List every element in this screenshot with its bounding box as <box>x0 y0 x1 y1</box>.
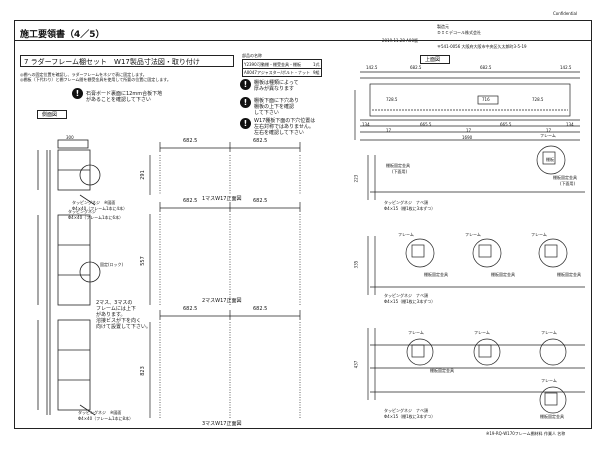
caution-icon: ! <box>72 88 83 99</box>
front3-width-right: 682.5 <box>253 306 268 312</box>
frame-label: フレーム <box>408 330 424 335</box>
parts-code-1: Y2390 <box>244 62 257 67</box>
screw-spec-1: Φ4×40（フレーム1本に4本） <box>72 206 128 211</box>
top-part-6: 17 <box>546 128 552 133</box>
parts-qty-2: 9組 <box>313 70 320 75</box>
front3-width-left: 682.5 <box>183 306 198 312</box>
top-part-5: 665.5 <box>500 122 512 127</box>
right-screw-label: タッピングネジ ナベ頭 <box>384 408 428 413</box>
maker-label: 製造元 <box>437 24 449 29</box>
caution-note-1: 石膏ボード裏面に12mm合板下地 があることを確認して下さい <box>86 91 163 103</box>
front1-title: 1マスW17正面図 <box>202 196 242 202</box>
side-view-label-box: 側面図 <box>37 110 67 119</box>
front2-title: 2マスW17正面図 <box>202 298 242 304</box>
front2-width-left: 682.5 <box>183 198 198 204</box>
caution-note-3: 棚板下面に下穴あり 棚板の上下を確認 して下さい <box>254 98 300 116</box>
top-dim-upper-2: 682.5 <box>410 65 422 70</box>
frame-label: フレーム <box>540 133 556 138</box>
front2-width-right: 682.5 <box>253 198 268 204</box>
screw-label-2: タッピングネジ <box>68 209 96 214</box>
parts-row-divider <box>243 68 321 69</box>
top-dim-inner-3: 728.5 <box>532 97 544 102</box>
maker-address: 〒541-0056 大阪府大阪市中央区久太郎町3-5-19 <box>437 44 527 49</box>
front3-title: 3マスW17正面図 <box>202 421 242 427</box>
right-screw-label: タッピングネジ ナベ頭 <box>384 293 428 298</box>
confidential-label: Confidential <box>553 11 578 16</box>
caution-icon: ! <box>240 118 251 129</box>
top-total: 1690 <box>462 135 473 140</box>
side-depth-dim: 300 <box>66 135 74 140</box>
right-screw-spec: Φ4×15（棚1枚に3本ずつ） <box>384 299 436 304</box>
parts-name-1: 可動棚・棚受金具・棚板 <box>257 62 301 67</box>
parts-table-title: 部品の名称 <box>242 53 262 58</box>
frame-label: フレーム <box>465 232 481 237</box>
right-screw-spec: Φ4×15（棚1枚に3本ずつ） <box>384 414 436 419</box>
top-dim-inner-1: 728.5 <box>386 97 398 102</box>
parts-table: Y2390 可動棚・棚受金具・棚板 1式 A0047 アジャスター/ボルト・ナッ… <box>242 59 322 77</box>
frame-label: フレーム <box>541 378 557 383</box>
shelf-plate-label: 棚板 <box>546 157 554 162</box>
frame-label: フレーム <box>474 330 490 335</box>
frame-label: フレーム <box>398 232 414 237</box>
top-dim-upper-4: 142.5 <box>560 65 572 70</box>
bracket-label: 棚板固定金具 <box>540 414 564 419</box>
bracket-label: 棚板固定金具 <box>430 368 454 373</box>
right-screw-label: タッピングネジ ナベ頭 <box>384 200 428 205</box>
frame-label: フレーム <box>531 232 547 237</box>
top-part-7: 134 <box>566 122 574 127</box>
screw-spec-3: Φ4×40（フレーム1本に8本） <box>78 416 134 421</box>
front1-width-left: 682.5 <box>183 138 198 144</box>
footer-note: ※19-RQ-W170フレーム棚材料 作業人 名称 <box>486 431 566 436</box>
top-view-label: 上面図 <box>425 57 441 63</box>
frame-label: フレーム <box>541 330 557 335</box>
top-dim-upper-3: 682.5 <box>480 65 492 70</box>
parts-code-2: A0047 <box>244 70 257 75</box>
bracket-label: 棚板固定金具 <box>557 272 581 277</box>
section-title-box: 7 ラダーフレーム棚セット W17製品寸法図・取り付け <box>20 55 234 67</box>
top-view-label-box: 上面図 <box>420 55 450 64</box>
screw-label-1: タッピングネジ ※図面 <box>72 200 116 205</box>
bracket-sub-label: (下面用) <box>560 181 576 186</box>
top-part-4: 17 <box>466 128 472 133</box>
right-height-2: 335 <box>353 260 359 269</box>
right-height-1: 223 <box>353 174 359 183</box>
page-title: 施工要領書（4／5） <box>20 30 105 40</box>
screw-spec-2: Φ4×40（フレーム1本に6本） <box>68 215 124 220</box>
caution-icon: ! <box>240 97 251 108</box>
top-dim-inner-2: 716 <box>482 97 490 102</box>
bracket-label: 棚板固定金具 <box>491 272 515 277</box>
bracket-label: 棚板固定金具 <box>424 272 448 277</box>
top-part-1: 134 <box>362 122 370 127</box>
right-screw-spec: Φ4×15（棚1枚に3本ずつ） <box>384 206 436 211</box>
screw-label-3: タッピングネジ ※図面 <box>78 410 122 415</box>
title-rule <box>14 40 592 41</box>
bracket-label: 棚板固定金具 <box>386 163 410 168</box>
top-dim-upper-1: 142.5 <box>366 65 378 70</box>
bracket-label: 棚板固定金具 <box>553 175 577 180</box>
parts-qty-1: 1式 <box>313 62 320 67</box>
side-view-label: 側面図 <box>42 112 58 118</box>
caution-icon: ! <box>240 79 251 90</box>
right-height-3: 437 <box>353 360 359 369</box>
caution-note-2: 棚板は種類によって 厚みが異なります <box>254 80 299 92</box>
front1-width-right: 682.5 <box>253 138 268 144</box>
bracket-sub-label: (下面用) <box>392 169 408 174</box>
top-left-note: ◎棚への固定位置を確認し、ラダーフレームをネジで表に固定します。 ◎棚板（下代わ… <box>20 72 171 82</box>
parts-name-2: アジャスター/ボルト・ナット <box>257 70 310 75</box>
lock-note: 固定(ロック) <box>100 262 124 267</box>
side-note: 2マス、3マスの フレームには上下 があります。 溶接ビスが下を向く 向けて設置… <box>96 300 151 330</box>
top-part-2: 17 <box>386 128 392 133</box>
page-frame <box>14 20 592 429</box>
caution-note-4: W17棚板下面の下穴位置は 左右対称ではありません。 左右を確認して下さい <box>254 118 316 136</box>
top-part-3: 665.5 <box>420 122 432 127</box>
section-title: 7 ラダーフレーム棚セット W17製品寸法図・取り付け <box>24 58 200 66</box>
maker-name: ＤＩＣデコール株式会社 <box>437 30 481 35</box>
